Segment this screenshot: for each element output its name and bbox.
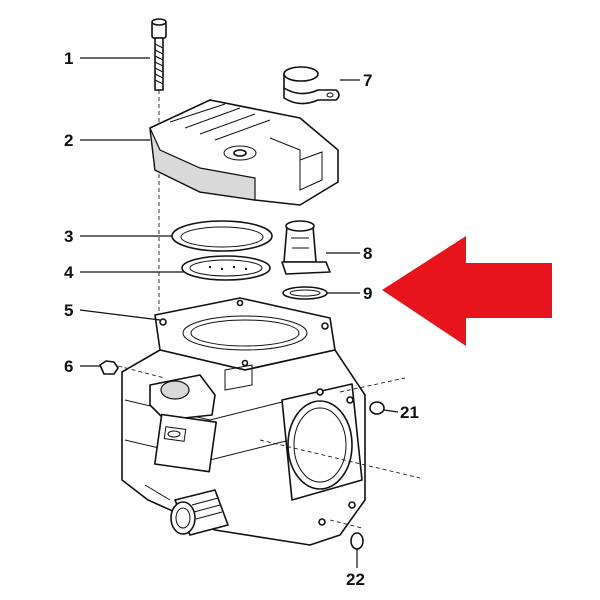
leader-lines — [79, 57, 399, 568]
label-8: 8 — [363, 244, 372, 263]
label-6: 6 — [64, 357, 73, 376]
label-7: 7 — [363, 71, 372, 90]
label-5: 5 — [64, 301, 73, 320]
part-3-gasket — [171, 220, 273, 252]
red-pointer-arrow — [382, 236, 552, 346]
label-22: 22 — [346, 570, 365, 589]
label-9: 9 — [363, 284, 372, 303]
part-7-cap — [283, 66, 340, 105]
part-2-cover — [149, 99, 339, 206]
label-1: 1 — [64, 49, 73, 68]
part-6-nut — [99, 360, 166, 379]
part-4-plate — [181, 255, 271, 281]
part-22-oring — [350, 532, 364, 550]
label-21: 21 — [400, 403, 419, 422]
main-housing — [121, 297, 421, 546]
part-1-bolt — [151, 18, 167, 330]
label-4: 4 — [64, 263, 74, 282]
part-21-oring — [369, 401, 385, 415]
part-9-oring — [282, 286, 328, 300]
part-8-filter — [281, 220, 331, 275]
label-2: 2 — [64, 131, 73, 150]
label-3: 3 — [64, 227, 73, 246]
